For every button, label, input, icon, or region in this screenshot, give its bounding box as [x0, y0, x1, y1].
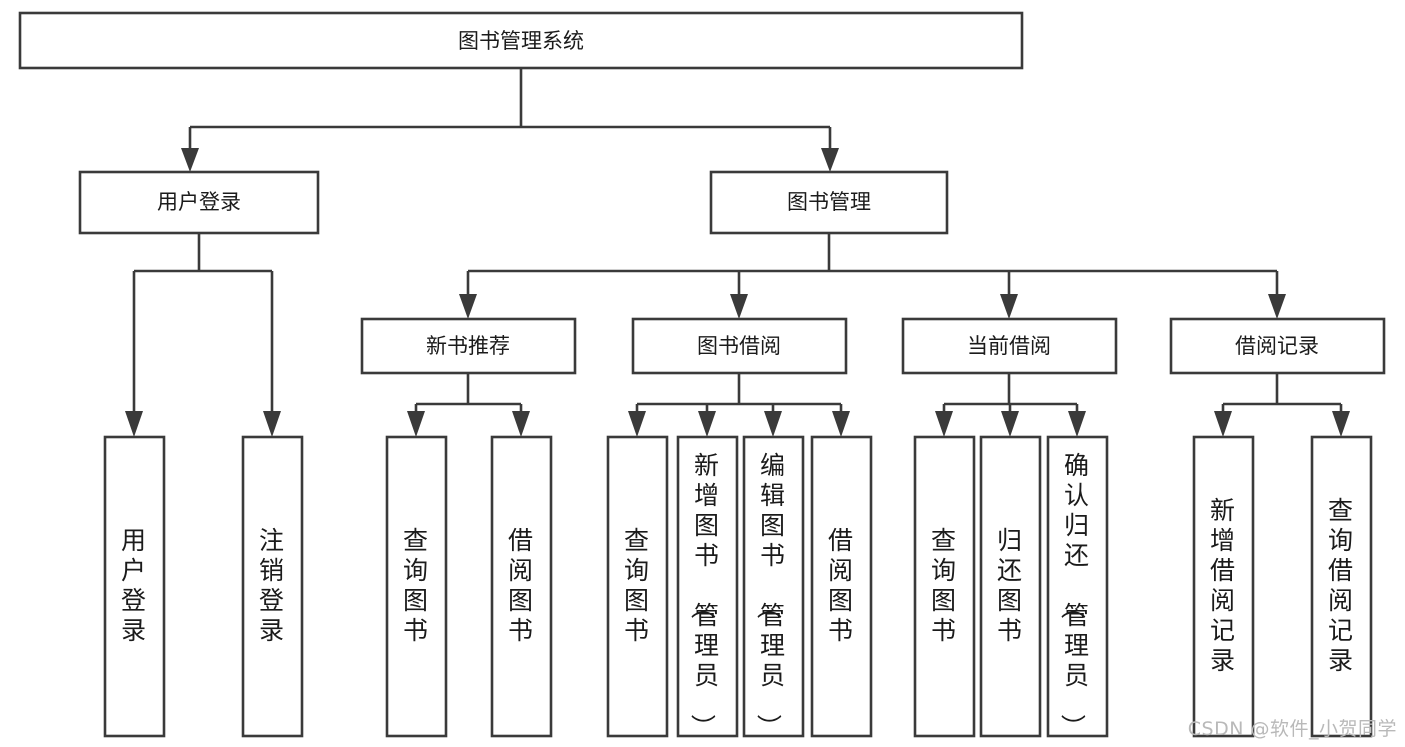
- leaf-confirm-return-label: 确认归还（管理员）: [1058, 451, 1090, 740]
- csdn-watermark: CSDN @软件_小贺同学: [1187, 718, 1397, 740]
- node-book-manage-box[interactable]: [709, 170, 949, 235]
- leaf-query-book-2-label: 查询图书: [624, 526, 650, 645]
- arrow-head-book-manage: [821, 148, 839, 172]
- leaf-edit-book[interactable]: 编辑图书（管理员）: [742, 435, 805, 740]
- arrow-head-current-borrow: [1000, 294, 1018, 319]
- node-book-borrow-label: 图书借阅: [697, 334, 781, 358]
- leaf-edit-book-box[interactable]: [742, 435, 805, 738]
- leaf-add-book[interactable]: 新增图书（管理员）: [676, 435, 739, 740]
- leaf-borrow-book-1[interactable]: 借阅图书: [490, 435, 553, 738]
- leaf-query-book-2-box[interactable]: [606, 435, 669, 738]
- node-title-root[interactable]: 图书管理系统: [18, 11, 1024, 70]
- arrow-head-leaf-query-record: [1332, 411, 1350, 437]
- arrow-head-borrow-record: [1268, 294, 1286, 319]
- leaf-query-book-3-label: 查询图书: [931, 526, 957, 645]
- leaf-borrow-book-2-label: 借阅图书: [828, 526, 854, 645]
- leaf-add-book-label: 新增图书（管理员）: [688, 451, 720, 740]
- leaf-add-book-box[interactable]: [676, 435, 739, 738]
- leaf-borrow-book-2-box[interactable]: [810, 435, 873, 738]
- arrow-head-leaf-add-book: [698, 411, 716, 437]
- node-borrow-record-box[interactable]: [1169, 317, 1386, 375]
- arrow-head-leaf-edit-book: [764, 411, 782, 437]
- leaf-return-book[interactable]: 归还图书: [979, 435, 1042, 738]
- arrow-head-user-login: [181, 148, 199, 172]
- leaf-add-record-label: 新增借阅记录: [1210, 496, 1236, 675]
- leaf-query-record-label: 查询借阅记录: [1328, 496, 1354, 675]
- node-title-root-label: 图书管理系统: [458, 29, 584, 53]
- leaf-query-book-3-box[interactable]: [913, 435, 976, 738]
- connector-layer: [125, 68, 1350, 437]
- leaf-logout-login-box[interactable]: [241, 435, 304, 738]
- node-user-login[interactable]: 用户登录: [78, 170, 320, 235]
- leaf-confirm-return-box[interactable]: [1046, 435, 1109, 738]
- arrow-head-leaf-confirm-return: [1068, 411, 1086, 437]
- node-borrow-record-label: 借阅记录: [1235, 334, 1319, 358]
- leaf-query-book-1-label: 查询图书: [403, 526, 429, 645]
- leaf-user-login[interactable]: 用户登录: [103, 435, 166, 738]
- leaf-query-book-1[interactable]: 查询图书: [385, 435, 448, 738]
- leaf-return-book-box[interactable]: [979, 435, 1042, 738]
- leaf-query-record-box[interactable]: [1310, 435, 1373, 738]
- leaf-query-book-3[interactable]: 查询图书: [913, 435, 976, 738]
- arrow-head-leaf-user-login: [125, 411, 143, 437]
- leaf-query-book-1-box[interactable]: [385, 435, 448, 738]
- node-book-manage-label: 图书管理: [787, 190, 871, 214]
- leaf-add-record-box[interactable]: [1192, 435, 1255, 738]
- node-book-borrow-box[interactable]: [631, 317, 848, 375]
- node-current-borrow-label: 当前借阅: [967, 334, 1051, 358]
- node-current-borrow-box[interactable]: [901, 317, 1118, 375]
- arrow-head-new-book-recommend: [459, 294, 477, 319]
- arrow-head-leaf-query-book-1: [407, 411, 425, 437]
- arrow-head-leaf-add-record: [1214, 411, 1232, 437]
- leaf-borrow-book-2[interactable]: 借阅图书: [810, 435, 873, 738]
- leaf-edit-book-label: 编辑图书（管理员）: [754, 451, 786, 740]
- leaf-logout-login-label: 注销登录: [259, 526, 285, 645]
- node-new-book-recommend-label: 新书推荐: [426, 334, 510, 358]
- leaf-borrow-book-1-box[interactable]: [490, 435, 553, 738]
- leaf-confirm-return[interactable]: 确认归还（管理员）: [1046, 435, 1109, 740]
- leaf-add-record[interactable]: 新增借阅记录: [1192, 435, 1255, 738]
- leaf-borrow-book-1-label: 借阅图书: [508, 526, 534, 645]
- node-new-book-recommend-box[interactable]: [360, 317, 577, 375]
- arrow-head-leaf-query-book-3: [935, 411, 953, 437]
- node-user-login-label: 用户登录: [157, 190, 241, 214]
- arrow-head-leaf-borrow-book-1: [512, 411, 530, 437]
- arrow-head-leaf-query-book-2: [628, 411, 646, 437]
- node-book-manage[interactable]: 图书管理: [709, 170, 949, 235]
- node-book-borrow[interactable]: 图书借阅: [631, 317, 848, 375]
- node-new-book-recommend[interactable]: 新书推荐: [360, 317, 577, 375]
- leaf-user-login-label: 用户登录: [121, 526, 147, 645]
- leaf-query-record[interactable]: 查询借阅记录: [1310, 435, 1373, 738]
- leaf-query-book-2[interactable]: 查询图书: [606, 435, 669, 738]
- leaf-logout-login[interactable]: 注销登录: [241, 435, 304, 738]
- node-title-root-box[interactable]: [18, 11, 1024, 70]
- leaf-return-book-label: 归还图书: [997, 526, 1023, 645]
- arrow-head-leaf-borrow-book-2: [832, 411, 850, 437]
- node-user-login-box[interactable]: [78, 170, 320, 235]
- leaf-user-login-box[interactable]: [103, 435, 166, 738]
- arrow-head-leaf-return-book: [1001, 411, 1019, 437]
- arrow-head-leaf-logout-login: [263, 411, 281, 437]
- node-borrow-record[interactable]: 借阅记录: [1169, 317, 1386, 375]
- arrow-head-book-borrow: [730, 294, 748, 319]
- node-current-borrow[interactable]: 当前借阅: [901, 317, 1118, 375]
